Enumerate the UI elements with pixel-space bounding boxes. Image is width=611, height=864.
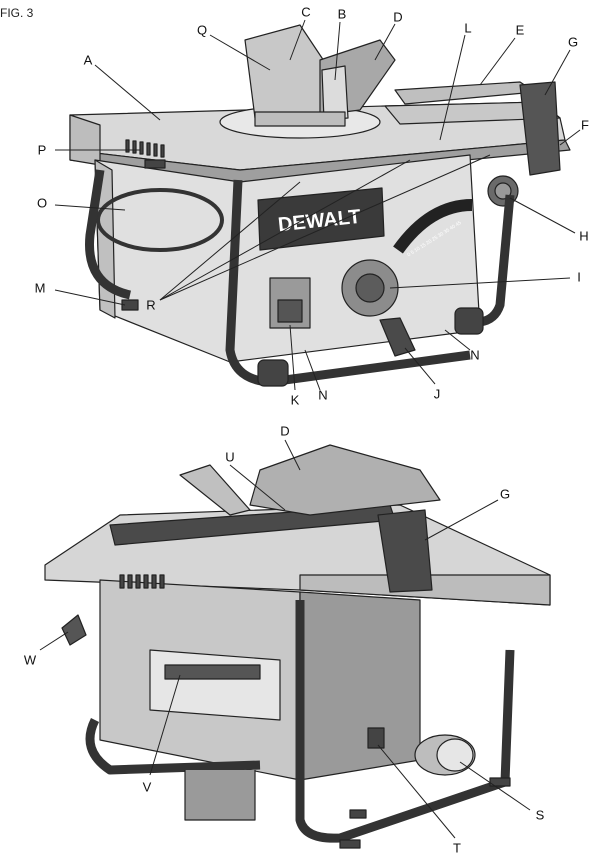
leg-frame-left — [85, 169, 132, 300]
callout-o: O — [36, 195, 48, 211]
rear-vent-slots — [119, 574, 165, 589]
callout-i: I — [577, 269, 581, 285]
blade-guard — [244, 24, 331, 119]
leveling-foot-m — [121, 299, 139, 311]
rear-blade-guard — [249, 444, 441, 516]
callout-n-1: N — [318, 387, 328, 403]
motor-housing — [94, 154, 481, 363]
callout-c: C — [301, 4, 311, 20]
rear-carry-handle — [184, 770, 256, 821]
callout-k: K — [290, 392, 300, 408]
callout-w: W — [23, 652, 37, 668]
callout-l: L — [464, 20, 472, 36]
callout-m: M — [34, 280, 46, 296]
rear-leg-frame-2 — [85, 717, 261, 775]
wrench-holder — [61, 614, 87, 646]
rip-fence — [394, 81, 536, 105]
bevel-scale — [393, 199, 473, 254]
callout-s: S — [535, 807, 545, 823]
callout-u: U — [225, 449, 235, 465]
callout-r: R — [146, 297, 156, 313]
foot-right — [454, 307, 484, 335]
lock-lever — [379, 317, 416, 357]
brand-plate — [257, 187, 385, 251]
callout-f: F — [581, 117, 589, 133]
callout-d: D — [393, 9, 403, 25]
rear-leg-frame — [295, 600, 515, 843]
rear-anti-kickback — [179, 464, 251, 516]
foot-left — [257, 359, 289, 387]
rear-fence-lock — [377, 509, 433, 593]
riving-knife-b — [321, 65, 349, 121]
callout-b: B — [337, 6, 347, 22]
figure-title: FIG. 3 — [0, 6, 34, 20]
callout-n-2: N — [470, 347, 480, 363]
callout-e: E — [515, 22, 525, 38]
rear-foot-1 — [339, 839, 361, 849]
callout-p: P — [37, 142, 47, 158]
label-plate — [367, 727, 385, 749]
callout-v: V — [142, 779, 152, 795]
rear-foot-3 — [349, 809, 367, 819]
callout-q: Q — [196, 22, 208, 38]
blade-base — [254, 111, 346, 127]
rear-cabinet-side — [299, 591, 421, 781]
cord-wrap — [96, 188, 224, 252]
callout-g-2: G — [499, 486, 511, 502]
saw-front-view — [69, 24, 571, 387]
callout-d-2: D — [280, 423, 290, 439]
callout-j: J — [433, 386, 441, 402]
leader-lines — [39, 19, 581, 839]
saw-rear-view — [44, 444, 551, 849]
callout-g: G — [567, 34, 579, 50]
callout-a: A — [83, 52, 93, 68]
leg-frame-right — [479, 194, 515, 327]
callout-t: T — [453, 840, 461, 856]
fence-lock — [519, 81, 561, 176]
vent-slots — [125, 139, 166, 169]
callout-h: H — [579, 228, 589, 244]
fence-rail-top — [384, 101, 561, 125]
